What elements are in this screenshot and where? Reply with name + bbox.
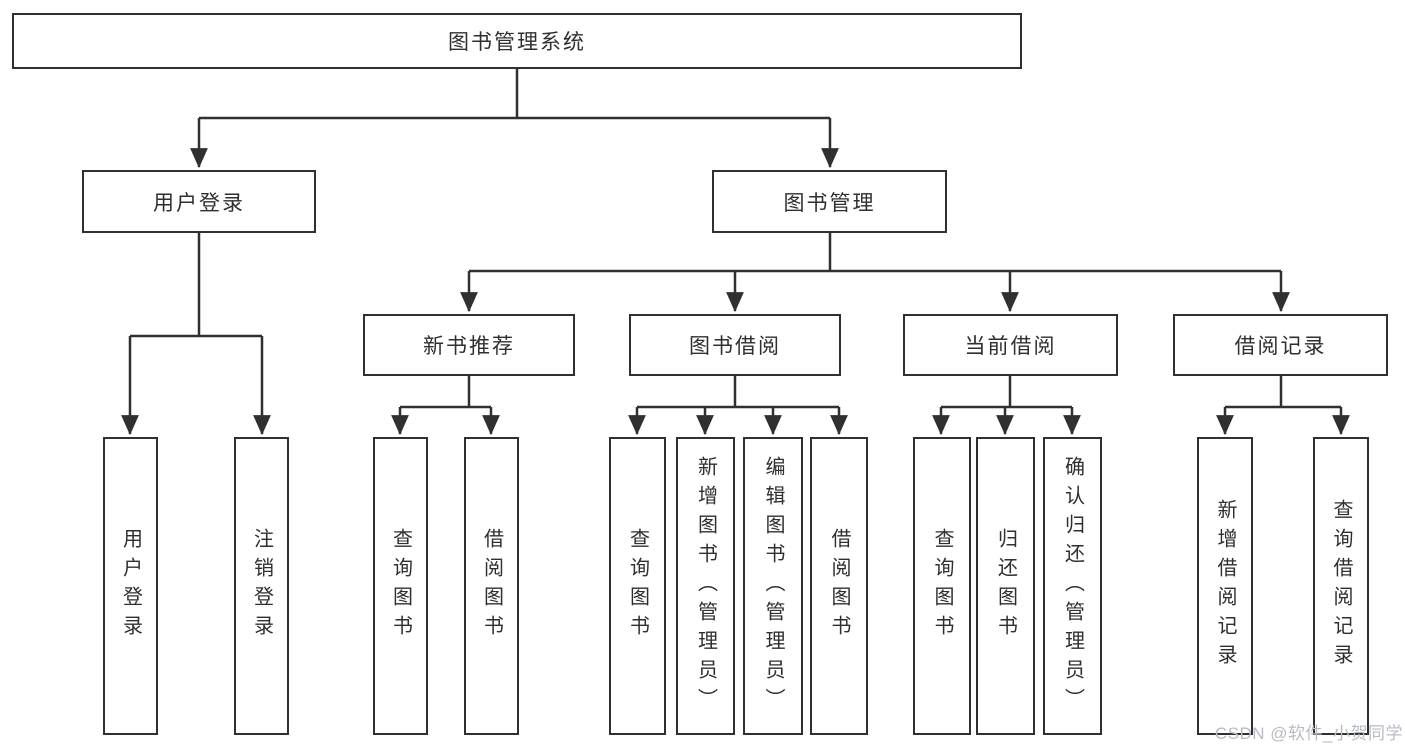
node-label: 当前借阅 <box>964 335 1057 358</box>
node-label: 借阅图书 <box>480 528 503 644</box>
connector-records-group <box>1225 374 1341 409</box>
node-label: 用户登录 <box>119 528 142 644</box>
node-book-borrowing: 图书借阅 <box>629 314 841 376</box>
node-label: 新增图书（管理员） <box>694 455 717 717</box>
node-library-management-system: 图书管理系统 <box>12 13 1022 69</box>
leaf-edit-books-admin: 编辑图书（管理员） <box>743 437 803 735</box>
node-label: 图书管理系统 <box>448 31 586 54</box>
node-label: 新书推荐 <box>423 335 515 358</box>
node-label: 图书借阅 <box>689 335 781 358</box>
connector-user-login-group <box>130 231 262 338</box>
node-label: 查询图书 <box>626 528 649 644</box>
leaf-add-borrowing-record: 新增借阅记录 <box>1197 437 1253 735</box>
leaf-query-books-current: 查询图书 <box>913 437 971 735</box>
node-label: 图书管理 <box>783 191 876 215</box>
node-label: 注销登录 <box>250 528 273 644</box>
node-label: 新增借阅记录 <box>1214 499 1236 673</box>
node-label: 查询借阅记录 <box>1330 499 1352 673</box>
connector-recommendation-group <box>400 374 491 409</box>
leaf-query-books-recommendation: 查询图书 <box>373 437 428 735</box>
connector-book-management-group <box>469 231 1281 273</box>
node-borrowing-records: 借阅记录 <box>1173 314 1388 376</box>
node-label: 借阅图书 <box>828 528 850 644</box>
connector-root-to-level2 <box>199 67 830 120</box>
node-label: 用户登录 <box>153 191 245 215</box>
node-label: 编辑图书（管理员） <box>762 455 784 717</box>
connector-borrowing-group <box>637 374 839 409</box>
leaf-return-books: 归还图书 <box>976 437 1035 735</box>
node-label: 查询图书 <box>389 528 412 644</box>
leaf-user-login: 用户登录 <box>103 437 158 735</box>
node-label: 查询图书 <box>931 528 953 644</box>
leaf-add-books-admin: 新增图书（管理员） <box>676 437 735 735</box>
node-new-book-recommendation: 新书推荐 <box>363 314 575 376</box>
node-book-management: 图书管理 <box>712 170 947 233</box>
node-label: 确认归还（管理员） <box>1061 455 1084 717</box>
leaf-logout: 注销登录 <box>234 437 289 735</box>
node-user-login: 用户登录 <box>82 170 316 233</box>
node-label: 归还图书 <box>994 528 1017 644</box>
connector-current-group <box>941 374 1072 409</box>
leaf-query-books-borrowing: 查询图书 <box>609 437 666 735</box>
node-current-borrowing: 当前借阅 <box>903 314 1118 376</box>
leaf-borrow-books-recommendation: 借阅图书 <box>464 437 519 735</box>
csdn-watermark: CSDN @软件_小贺同学 <box>1214 724 1403 743</box>
node-label: 借阅记录 <box>1234 335 1327 358</box>
leaf-borrow-books-borrowing: 借阅图书 <box>810 437 868 735</box>
leaf-query-borrowing-record: 查询借阅记录 <box>1313 437 1369 735</box>
leaf-confirm-return-admin: 确认归还（管理员） <box>1043 437 1102 735</box>
